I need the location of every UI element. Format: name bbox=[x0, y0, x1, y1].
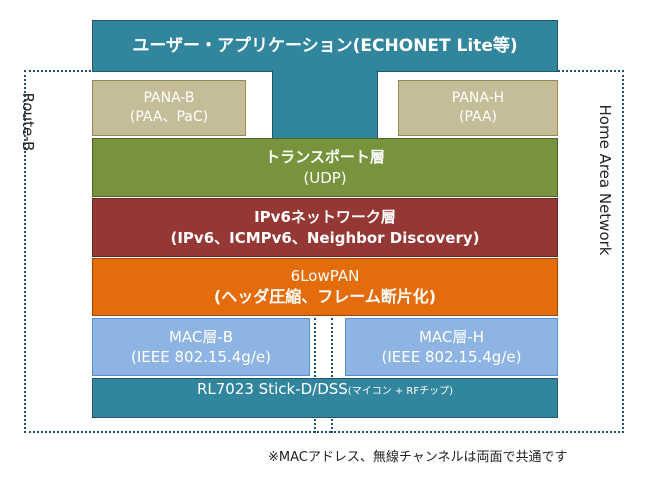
app-layer-top: ユーザー・アプリケーション(ECHONET Lite等) bbox=[92, 20, 558, 72]
route-b-label: Route-B bbox=[19, 92, 37, 152]
mac-h-detail: (IEEE 802.15.4g/e) bbox=[381, 348, 522, 366]
mac-b-detail: (IEEE 802.15.4g/e) bbox=[131, 348, 271, 366]
pana-h-title: PANA-H bbox=[451, 90, 505, 107]
transport-layer: トランスポート層 (UDP) bbox=[92, 138, 558, 197]
network-title: IPv6ネットワーク層 bbox=[254, 208, 396, 227]
pana-b-detail: (PAA、PaC) bbox=[129, 109, 209, 125]
han-label: Home Area Network bbox=[596, 104, 614, 256]
footnote: ※MACアドレス、無線チャンネルは両面で共通です bbox=[268, 450, 568, 465]
stick-model: RL7023 Stick-D/DSS bbox=[196, 380, 348, 398]
route-b-inner-edge bbox=[314, 318, 316, 433]
transport-title: トランスポート層 bbox=[265, 148, 385, 167]
network-layer: IPv6ネットワーク層 (IPv6、ICMPv6、Neighbor Discov… bbox=[92, 198, 558, 257]
stick-layer: RL7023 Stick-D/DSS (マイコン + RFチップ) bbox=[92, 378, 558, 418]
transport-detail: (UDP) bbox=[303, 168, 347, 187]
app-layer-stem bbox=[272, 70, 378, 138]
app-layer-label: ユーザー・アプリケーション(ECHONET Lite等) bbox=[132, 35, 518, 56]
pana-h-box: PANA-H (PAA) bbox=[398, 80, 558, 136]
lowpan-detail: (ヘッダ圧縮、フレーム断片化) bbox=[213, 287, 437, 307]
pana-b-box: PANA-B (PAA、PaC) bbox=[92, 80, 246, 136]
mac-b-box: MAC層-B (IEEE 802.15.4g/e) bbox=[92, 318, 310, 376]
lowpan-title: 6LowPAN bbox=[290, 267, 360, 286]
han-inner-edge bbox=[331, 318, 333, 433]
network-detail: (IPv6、ICMPv6、Neighbor Discovery) bbox=[170, 228, 480, 247]
pana-h-detail: (PAA) bbox=[458, 109, 497, 125]
mac-b-title: MAC層-B bbox=[168, 327, 234, 346]
lowpan-layer: 6LowPAN (ヘッダ圧縮、フレーム断片化) bbox=[92, 258, 558, 316]
stick-detail: (マイコン + RFチップ) bbox=[347, 386, 454, 397]
pana-b-title: PANA-B bbox=[143, 90, 195, 107]
mac-h-box: MAC層-H (IEEE 802.15.4g/e) bbox=[345, 318, 558, 376]
mac-h-title: MAC層-H bbox=[418, 327, 485, 346]
